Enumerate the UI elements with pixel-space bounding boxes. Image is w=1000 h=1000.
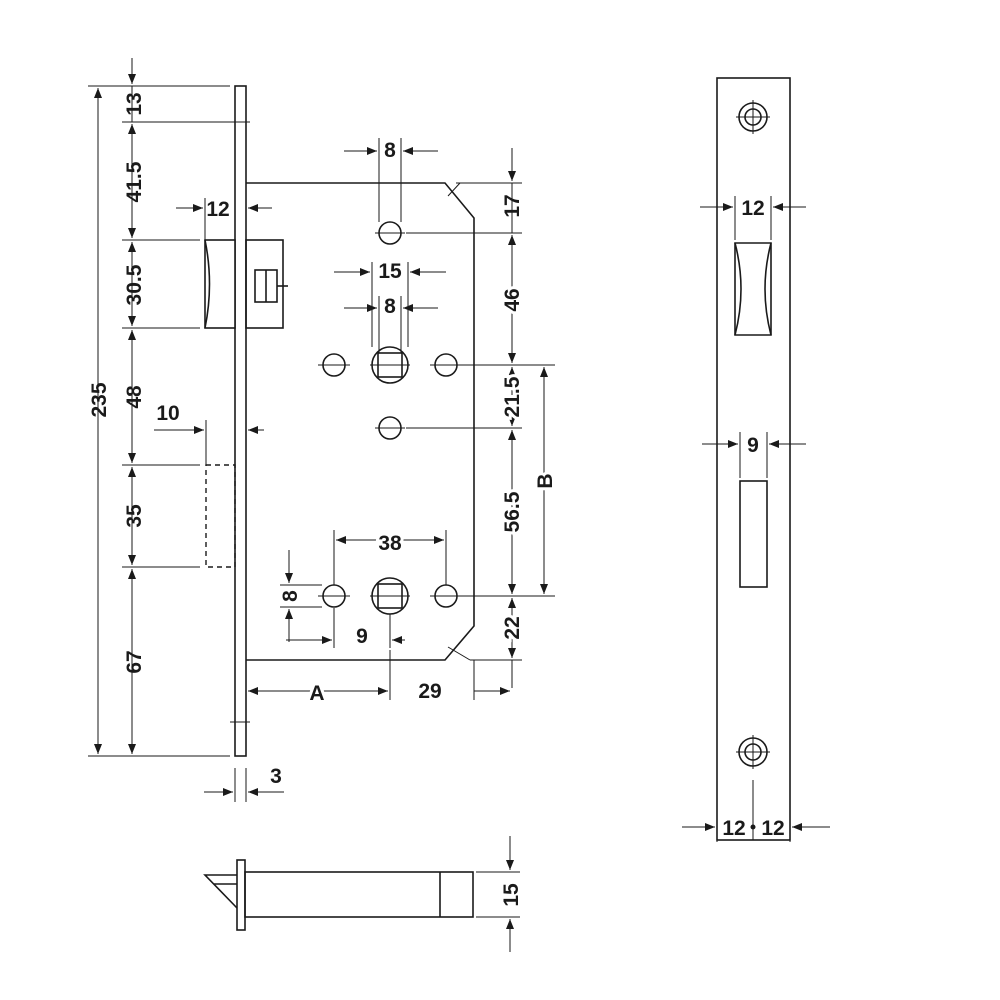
deadbolt-opening [739,480,768,588]
dim-label-15: 15 [378,260,402,283]
latch-side-view: 15 [203,836,523,952]
dim-label-41-5: 41.5 [123,161,146,202]
dim-label-235: 235 [88,382,111,417]
upper-fixing-hole [375,221,405,245]
dim-label-15-bolt: 15 [500,883,523,907]
top-screw-icon [736,100,770,134]
dim-label-A: A [309,682,324,705]
dim-label-30-5: 30.5 [123,264,146,305]
forend-face [716,77,791,841]
bottom-screw-icon [736,735,770,769]
dim-label-21-5: 21.5 [501,376,524,417]
dim-label-12-top: 12 [206,198,229,221]
deadbolt-hidden [205,464,236,568]
follower-bottom [318,577,462,615]
dim-label-17: 17 [501,194,524,217]
dim-label-12-right: 12 [761,817,784,840]
dim-label-38: 38 [378,532,402,555]
dim-label-8-top: 8 [384,139,396,162]
forend-plate [234,85,247,757]
lock-front-view [204,85,475,757]
dim-label-35: 35 [123,504,146,528]
follower-top [318,346,462,384]
dim-label-67: 67 [123,650,146,673]
forend-front-view: 12 9 12 12 [682,77,830,842]
left-dimensions: 13 41.5 30.5 235 48 35 67 12 10 3 [88,58,284,802]
dim-label-22: 22 [501,616,524,639]
dim-label-56-5: 56.5 [501,491,524,532]
inner-dimensions: 8 15 8 38 8 9 A 29 [248,138,475,708]
dim-label-12-left: 12 [722,817,745,840]
dim-label-8-side: 8 [279,590,302,602]
dim-label-3: 3 [270,765,282,788]
right-dimensions: 17 46 21.5 56.5 22 B [406,148,560,695]
dim-label-13: 13 [123,92,146,115]
dim-label-8-inner: 8 [384,295,396,318]
dim-label-12-strike: 12 [741,197,764,220]
dim-label-46: 46 [501,288,524,311]
dim-label-B: B [534,473,557,488]
dim-label-9-bottom: 9 [356,625,368,648]
lock-case [246,182,475,661]
latch-bolt [204,239,288,329]
middle-fixing-hole [375,416,405,440]
latch-opening [734,242,772,336]
dim-label-29: 29 [418,680,441,703]
dim-label-9-strike: 9 [747,434,759,457]
dim-label-48: 48 [123,385,146,409]
dim-label-10: 10 [156,402,179,425]
